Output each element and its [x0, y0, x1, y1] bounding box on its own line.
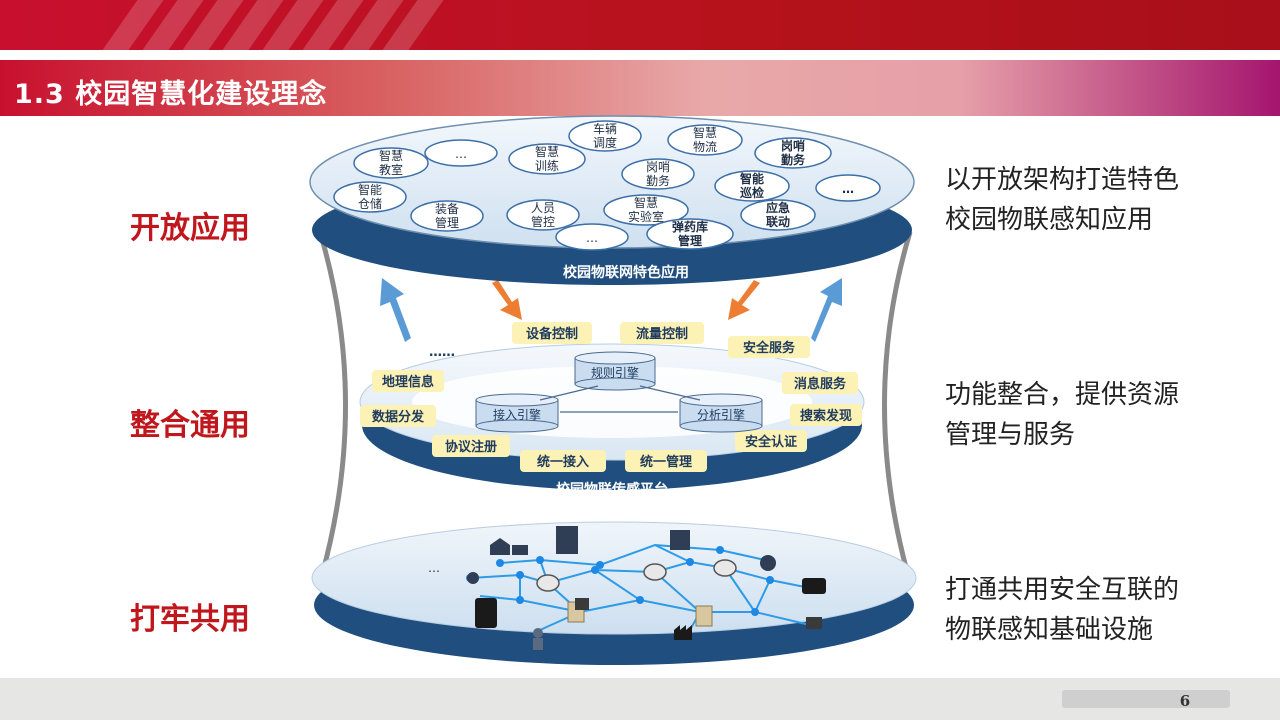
bubble-emergency-line2: 联动 — [766, 215, 790, 229]
bus-icon — [802, 578, 826, 594]
ring-label-unified-management: 统一管理 — [640, 454, 692, 470]
left-label-open-apps: 开放应用 — [130, 211, 250, 246]
right-desc-integration: 功能整合，提供资源 管理与服务 — [945, 375, 1265, 455]
bubble-equipment-mgmt-line2: 管理 — [435, 215, 459, 230]
app-platform-label: 校园物联网特色应用 — [563, 264, 689, 281]
right-desc-open-apps-line1: 以开放架构打造特色 — [945, 165, 1180, 195]
right-desc-integration-line1: 功能整合，提供资源 — [945, 380, 1180, 410]
ring-label-security-service: 安全服务 — [743, 340, 796, 356]
bubble-ellipsis-2: … — [586, 231, 598, 245]
bubble-sentry-duty-line1: 岗哨 — [781, 138, 805, 153]
access-engine-cylinder — [475, 393, 559, 433]
right-desc-open-apps: 以开放架构打造特色 校园物联感知应用 — [945, 160, 1265, 240]
ring-label-security-auth: 安全认证 — [745, 434, 797, 450]
ring-label-protocol-registration: 协议注册 — [445, 439, 497, 455]
bubble-smart-logistics-line1: 智慧 — [693, 125, 717, 140]
bubble-smart-training-line1: 智慧 — [535, 144, 559, 159]
router-icon — [536, 559, 737, 592]
left-side-curve — [317, 231, 348, 576]
bubble-ellipsis-1: … — [455, 147, 467, 161]
ring-label-geo-info: 地理信息 — [382, 374, 434, 390]
right-desc-foundation-line1: 打通共用安全互联的 — [945, 575, 1180, 605]
bubble-ellipsis-3: … — [842, 182, 854, 196]
bubble-smart-storage-line2: 仓储 — [358, 196, 382, 211]
radio-tower-icon — [467, 572, 479, 584]
bubble-personnel-control-line1: 人员 — [531, 201, 555, 215]
right-desc-open-apps-line2: 校园物联感知应用 — [945, 205, 1154, 235]
ring-label-device-control: 设备控制 — [526, 326, 578, 342]
arrow-up-icon — [380, 278, 842, 342]
right-desc-integration-line2: 管理与服务 — [945, 420, 1076, 450]
bubble-smart-storage-line1: 智能 — [358, 182, 382, 197]
bubble-equipment-mgmt-line1: 装备 — [435, 202, 459, 216]
access-engine-label: 接入引擎 — [493, 407, 541, 422]
bubble-smart-classroom-line1: 智慧 — [379, 148, 403, 163]
title-bar — [0, 60, 1280, 116]
ring-label-ellipsis: …… — [429, 345, 455, 360]
engine-connectors — [539, 385, 701, 413]
bubble-smart-patrol-line2: 巡检 — [740, 185, 764, 200]
factory-icon — [674, 625, 692, 640]
bubble-vehicle-dispatch-line2: 调度 — [593, 135, 617, 150]
bubble-smart-logistics-line2: 物流 — [693, 140, 717, 154]
page-number-box — [1062, 690, 1230, 708]
satellite-dish-icon — [760, 555, 776, 571]
bubble-vehicle-dispatch-line1: 车辆 — [593, 121, 617, 136]
bubble-smart-patrol-line1: 智能 — [739, 171, 764, 186]
right-desc-foundation-line2: 物联感知基础设施 — [945, 615, 1154, 645]
page-title: 1.3 校园智慧化建设理念 — [14, 79, 328, 110]
ring-label-data-distribution: 数据分发 — [372, 409, 425, 425]
building-icon — [490, 526, 690, 555]
bubble-guard-duty-line1: 岗哨 — [646, 159, 670, 174]
bubble-smart-training-line2: 训练 — [535, 158, 559, 173]
bubble-ammo-depot-line2: 管理 — [678, 233, 702, 248]
person-icon — [533, 628, 543, 650]
right-side-curve — [882, 231, 913, 576]
arrow-down-icon — [492, 280, 760, 320]
infra-ellipsis: … — [428, 561, 440, 575]
ring-label-unified-access: 统一接入 — [537, 454, 589, 470]
ring-highlights — [360, 322, 862, 472]
analysis-engine-cylinder — [679, 393, 763, 433]
server-icon — [567, 598, 822, 629]
header-band — [0, 0, 1280, 50]
fuel-tank-icon — [475, 598, 497, 628]
ring-label-message-service: 消息服务 — [794, 376, 847, 392]
infra-platform-disc — [311, 521, 917, 635]
bubble-emergency-line1: 应急 — [766, 200, 790, 215]
sensor-platform-label: 校园物联传感平台 — [556, 481, 668, 498]
ring-label-traffic-control: 流量控制 — [636, 326, 688, 342]
bubble-guard-duty-line2: 勤务 — [646, 173, 670, 188]
analysis-engine-label: 分析引擎 — [697, 407, 745, 422]
page-number: 6 — [1179, 692, 1191, 710]
app-bubbles — [333, 120, 881, 251]
rule-engine-label: 规则引擎 — [591, 365, 639, 380]
bubble-personnel-control-line2: 管控 — [531, 214, 555, 229]
bubble-sentry-duty-line2: 勤务 — [781, 152, 806, 167]
ring-label-search-discovery: 搜索发现 — [800, 408, 852, 424]
bubble-ammo-depot-line1: 弹药库 — [672, 219, 708, 234]
right-desc-foundation: 打通共用安全互联的 物联感知基础设施 — [945, 570, 1265, 650]
bubble-smart-lab-line1: 智慧 — [634, 195, 658, 210]
bubble-smart-classroom-line2: 教室 — [379, 162, 403, 177]
left-label-integration: 整合通用 — [130, 408, 250, 443]
bubble-smart-lab-line2: 实验室 — [628, 209, 664, 224]
left-label-foundation: 打牢共用 — [130, 602, 250, 637]
